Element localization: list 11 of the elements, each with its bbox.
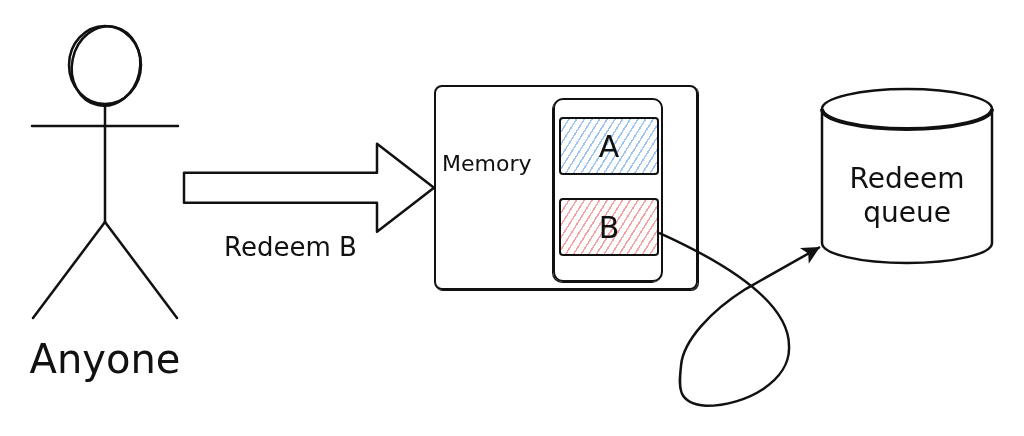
actor-name: Anyone (29, 336, 181, 382)
curved-arrow (658, 231, 821, 408)
block-arrow (182, 142, 436, 234)
memory-panel (434, 85, 698, 290)
slot-label: A (598, 129, 620, 163)
memory-slot (559, 117, 659, 175)
cylinder-label: Redeem queue (848, 162, 966, 230)
slot-stack (553, 98, 663, 282)
memory-slot (559, 198, 659, 256)
slot-label: B (598, 210, 620, 244)
panel-label: Memory (442, 151, 532, 178)
